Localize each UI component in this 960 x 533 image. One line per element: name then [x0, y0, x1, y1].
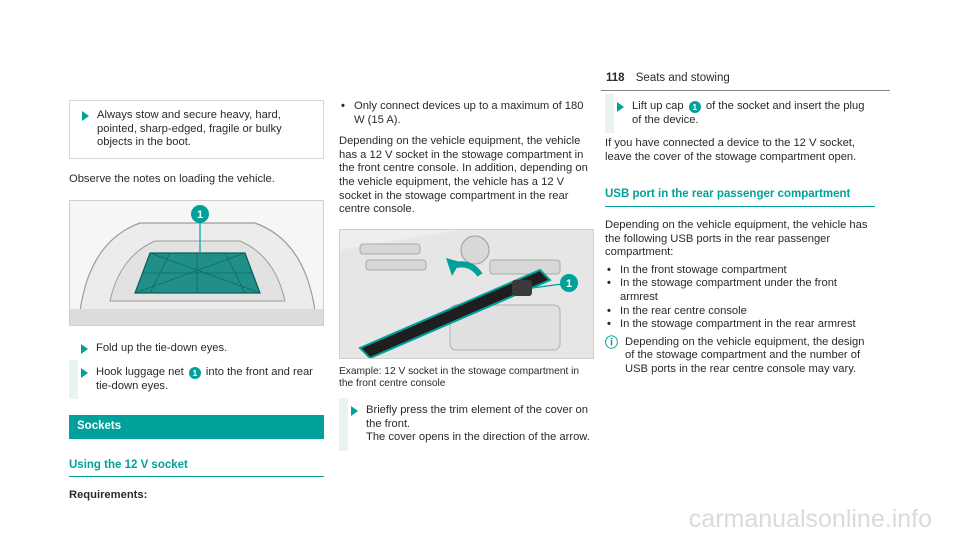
info-icon: ⓘ: [605, 334, 619, 350]
column-2: • Only connect devices up to a maximum o…: [339, 100, 594, 455]
step-arrow-icon: [617, 102, 624, 112]
callout-badge: 1: [188, 366, 201, 379]
socket-illustration: 1: [339, 228, 594, 359]
para-connected: If you have connected a device to the 12…: [605, 137, 857, 163]
callout-badge: 1: [688, 101, 701, 113]
step-fold-eyes: Fold up the tie-down eyes.: [69, 342, 324, 356]
image2-callout: 1: [566, 278, 572, 290]
luggage-net-illustration: 1: [69, 200, 324, 327]
page-header: 118 Seats and stowing: [606, 72, 730, 86]
step-arrow-icon: [351, 406, 358, 417]
info-note: ⓘ Depending on the vehicle equipment, th…: [605, 334, 865, 375]
usb-intro: Depending on the vehicle equipment, the …: [605, 218, 868, 259]
step-arrow-icon: [81, 367, 88, 378]
observe-note: Observe the notes on loading the vehicle…: [69, 172, 275, 185]
step-lift-cap: Lift up cap 1 of the socket and insert t…: [605, 94, 875, 134]
step-highlight-bar: [605, 94, 614, 134]
requirements-label: Requirements:: [69, 489, 148, 502]
boot-luggage-net-svg: 1: [70, 201, 323, 326]
centre-console-svg: 1: [340, 229, 593, 358]
para-depending: Depending on the vehicle equipment, the …: [339, 135, 588, 216]
usb-list-item: •In the stowage compartment in the rear …: [607, 318, 856, 331]
image1-callout: 1: [197, 209, 203, 221]
header-rule: [601, 90, 890, 91]
step-highlight-bar: [339, 398, 348, 451]
page-section-title: Seats and stowing: [635, 72, 730, 84]
step-hook-net: Hook luggage net 1 into the front and re…: [69, 359, 324, 400]
step-arrow-icon: [81, 344, 88, 355]
subheading-usb-port: USB port in the rear passenger compartme…: [605, 184, 875, 207]
usb-list-item: •In the front stowage compartment: [607, 263, 787, 276]
column-3: Lift up cap 1 of the socket and insert t…: [605, 94, 875, 377]
step-stow-objects: Always stow and secure heavy, hard, poin…: [70, 109, 315, 150]
usb-list-item: •In the stowage compartment under the fr…: [607, 277, 838, 303]
page-number: 118: [606, 72, 625, 84]
image-caption: Example: 12 V socket in the stowage comp…: [339, 365, 580, 389]
watermark: carmanualsonline.info: [688, 505, 932, 533]
step-highlight-bar: [69, 359, 78, 400]
step-arrow-icon: [82, 111, 89, 121]
column-1: Always stow and secure heavy, hard, poin…: [69, 100, 324, 513]
step-press-trim: Briefly press the trim element of the co…: [339, 398, 594, 451]
usb-list-item: •In the rear centre console: [607, 304, 747, 317]
bullet-connect-devices: • Only connect devices up to a maximum o…: [341, 100, 584, 126]
safety-box: Always stow and secure heavy, hard, poin…: [69, 100, 324, 159]
subheading-12v-socket: Using the 12 V socket: [69, 455, 324, 478]
section-heading-sockets: Sockets: [69, 415, 324, 439]
